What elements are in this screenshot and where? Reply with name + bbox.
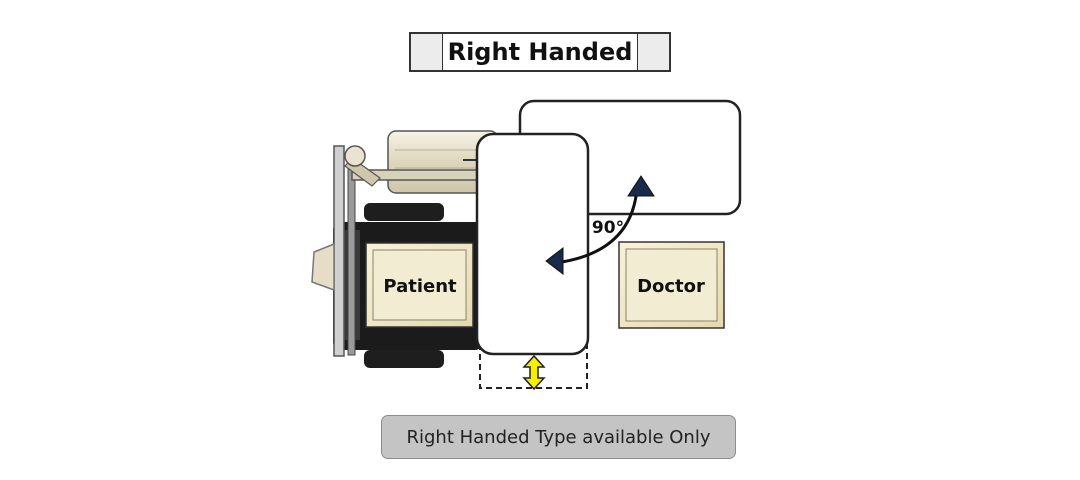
rotation-arrow-curve xyxy=(561,187,639,264)
title-right-cap xyxy=(637,34,669,70)
frame-pole xyxy=(333,145,345,357)
title-left-cap xyxy=(411,34,443,70)
height-adjust-arrow xyxy=(522,354,546,391)
arm-joint xyxy=(344,145,366,167)
title-box: Right Handed xyxy=(409,32,671,72)
patient-label: Patient xyxy=(383,276,457,297)
wheel-bottom xyxy=(364,350,444,368)
rotation-arrowhead-left xyxy=(545,246,564,276)
table-main xyxy=(475,132,590,356)
caption-note: Right Handed Type available Only xyxy=(381,415,736,459)
page-title: Right Handed xyxy=(447,38,633,66)
patient-pad: Patient xyxy=(365,242,474,328)
wheel-top xyxy=(364,203,444,221)
rotation-arrow: 90° xyxy=(545,175,655,276)
angle-label: 90° xyxy=(592,218,624,238)
rotation-arrowhead-top xyxy=(627,175,655,197)
doctor-pad: Doctor xyxy=(618,241,725,329)
side-handle xyxy=(311,242,335,292)
doctor-label: Doctor xyxy=(637,276,705,297)
